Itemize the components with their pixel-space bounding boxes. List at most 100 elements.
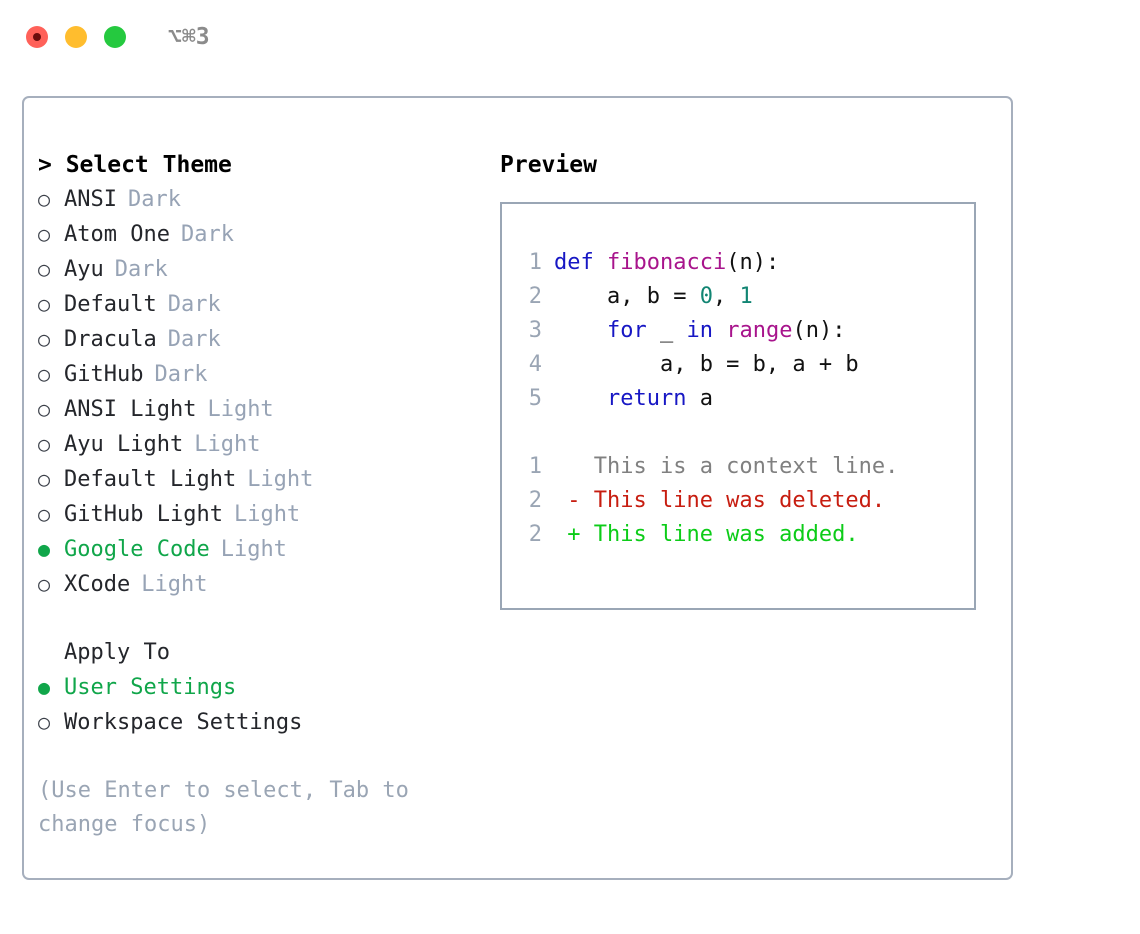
code-token-kw: for xyxy=(606,318,647,343)
theme-variant-label: Dark xyxy=(127,187,181,212)
theme-list-item[interactable]: ○ XCode Light xyxy=(38,567,478,602)
code-token-pl: _ xyxy=(646,318,687,343)
apply-to-item[interactable]: ○ Workspace Settings xyxy=(38,705,478,740)
radio-unselected-icon[interactable]: ○ xyxy=(38,257,51,281)
radio-unselected-icon[interactable]: ○ xyxy=(38,222,51,246)
code-token-pl xyxy=(554,318,607,343)
theme-list-item[interactable]: ● Google Code Light xyxy=(38,532,478,567)
theme-variant-label: Light xyxy=(207,397,274,422)
line-number: 1 xyxy=(528,454,542,479)
radio-selected-icon[interactable]: ● xyxy=(38,675,51,699)
diff-text-deleted: - This line was deleted. xyxy=(554,488,886,513)
code-text: def fibonacci(n): xyxy=(554,246,779,280)
code-token-kw: return xyxy=(606,386,687,411)
theme-name-label: Default Light xyxy=(64,467,237,492)
title-bar: ⌥⌘3 xyxy=(0,0,1140,78)
apply-to-heading: Apply To xyxy=(64,640,170,665)
diff-text-context: This is a context line. xyxy=(554,454,899,479)
theme-list-item[interactable]: ○ ANSI Dark xyxy=(38,182,478,217)
radio-unselected-icon[interactable]: ○ xyxy=(38,710,51,734)
theme-name-label: Ayu xyxy=(64,257,104,282)
radio-selected-icon[interactable]: ● xyxy=(38,537,51,561)
apply-to-list: ● User Settings ○ Workspace Settings xyxy=(38,670,478,740)
code-token-pl: (n): xyxy=(726,250,780,275)
diff-line: 1 This is a context line. xyxy=(516,450,974,484)
theme-list-item[interactable]: ○ Default Light Light xyxy=(38,462,478,497)
apply-to-label: Workspace Settings xyxy=(64,710,303,735)
theme-name-label: GitHub xyxy=(64,362,144,387)
code-token-num: 1 xyxy=(739,284,753,309)
code-token-pl xyxy=(713,318,726,343)
theme-list-item[interactable]: ○ GitHub Light Light xyxy=(38,497,478,532)
theme-list-item[interactable]: ○ ANSI Light Light xyxy=(38,392,478,427)
theme-name-label: Google Code xyxy=(64,537,210,562)
code-token-fn: range xyxy=(726,318,793,343)
maximize-button[interactable] xyxy=(104,26,126,48)
theme-variant-label: Dark xyxy=(167,292,221,317)
diff-line: 2 + This line was added. xyxy=(516,518,974,552)
theme-name-label: Dracula xyxy=(64,327,157,352)
code-line: 5 return a xyxy=(516,382,974,416)
code-text: for _ in range(n): xyxy=(554,314,845,348)
radio-unselected-icon[interactable]: ○ xyxy=(38,432,51,456)
theme-variant-label: Light xyxy=(247,467,314,492)
preview-heading: Preview xyxy=(500,152,597,178)
theme-variant-label: Light xyxy=(220,537,287,562)
code-line: 3 for _ in range(n): xyxy=(516,314,974,348)
code-token-kw: in xyxy=(686,318,713,343)
theme-name-label: ANSI xyxy=(64,187,117,212)
diff-sample: 1 This is a context line. 2 - This line w… xyxy=(516,450,974,552)
theme-list-item[interactable]: ○ Ayu Light Light xyxy=(38,427,478,462)
code-token-num: 0 xyxy=(699,284,713,309)
radio-unselected-icon[interactable]: ○ xyxy=(38,397,51,421)
radio-unselected-icon[interactable]: ○ xyxy=(38,327,51,351)
radio-unselected-icon[interactable]: ○ xyxy=(38,467,51,491)
code-spacer xyxy=(516,416,974,450)
line-number: 2 xyxy=(528,488,542,513)
keyboard-shortcut-label: ⌥⌘3 xyxy=(168,24,210,50)
line-number: 3 xyxy=(528,318,542,343)
theme-name-label: GitHub Light xyxy=(64,502,223,527)
line-number: 4 xyxy=(528,352,542,377)
code-token-kw: def xyxy=(554,250,607,275)
theme-variant-label: Light xyxy=(233,502,301,527)
radio-unselected-icon[interactable]: ○ xyxy=(38,502,51,526)
window-controls xyxy=(26,26,126,48)
theme-name-label: Ayu Light xyxy=(64,432,184,457)
line-number: 2 xyxy=(528,522,542,547)
theme-name-label: XCode xyxy=(64,572,131,597)
theme-name-label: ANSI Light xyxy=(64,397,197,422)
theme-list-item[interactable]: ○ GitHub Dark xyxy=(38,357,478,392)
code-token-pl: a xyxy=(686,386,713,411)
apply-to-label: User Settings xyxy=(64,675,237,700)
code-line: 2 a, b = 0, 1 xyxy=(516,280,974,314)
theme-variant-label: Dark xyxy=(154,362,208,387)
radio-unselected-icon[interactable]: ○ xyxy=(38,572,51,596)
code-text: a, b = b, a + b xyxy=(554,348,859,382)
radio-unselected-icon[interactable]: ○ xyxy=(38,362,51,386)
code-line: 1 def fibonacci(n): xyxy=(516,246,974,280)
code-token-pl: a, b = b, a + b xyxy=(554,352,859,377)
apply-to-item[interactable]: ● User Settings xyxy=(38,670,478,705)
code-text: a, b = 0, 1 xyxy=(554,280,753,314)
theme-variant-label: Light xyxy=(141,572,208,597)
close-button[interactable] xyxy=(26,26,48,48)
line-number: 1 xyxy=(528,250,542,275)
select-theme-heading: > Select Theme xyxy=(38,152,232,178)
theme-variant-label: Light xyxy=(194,432,261,457)
theme-variant-label: Dark xyxy=(180,222,234,247)
minimize-button[interactable] xyxy=(65,26,87,48)
radio-unselected-icon[interactable]: ○ xyxy=(38,187,51,211)
section-spacer xyxy=(38,602,478,636)
radio-unselected-icon[interactable]: ○ xyxy=(38,292,51,316)
